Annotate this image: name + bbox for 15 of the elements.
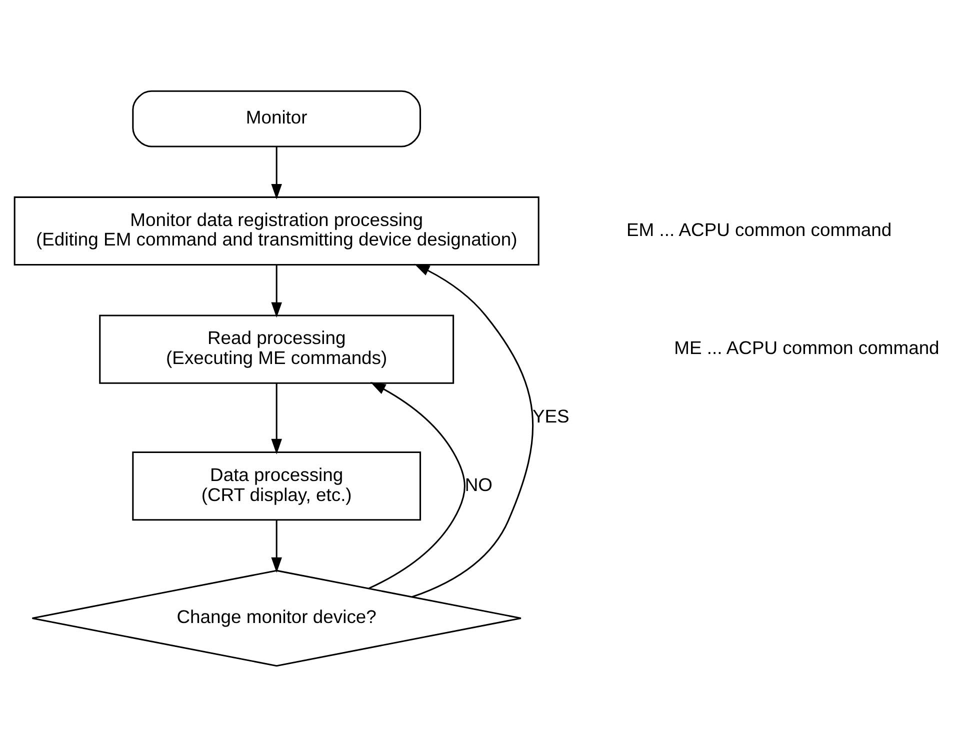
node-box: Data processing (CRT display, etc.) — [132, 451, 422, 520]
label: EM ... ACPU common command — [626, 218, 892, 240]
arrow — [271, 382, 282, 454]
node-box: Monitor — [132, 90, 422, 147]
edge-label: YES — [532, 404, 570, 426]
arrow — [368, 382, 466, 589]
node-box: Monitor data registration processing (Editing EM command and transmitting device designation) — [14, 196, 540, 266]
arrow — [271, 264, 282, 318]
arrow — [271, 146, 282, 199]
arrow — [271, 520, 282, 572]
edge-label: NO — [464, 473, 492, 494]
node-diamond: Change monitor device? — [32, 569, 522, 666]
node-box: Read processing (Executing ME commands) — [99, 314, 454, 384]
arrow — [412, 263, 534, 598]
label: ME ... ACPU common command — [674, 336, 940, 358]
